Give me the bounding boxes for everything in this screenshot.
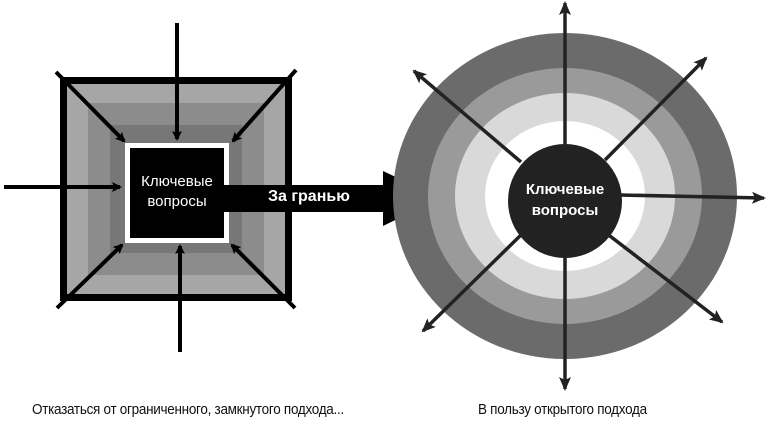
- key-box: [130, 148, 224, 238]
- arrow-outward-top-right: [603, 56, 708, 162]
- closed-key-label: Ключевые вопросы: [130, 172, 224, 212]
- open-approach-circle: [393, 1, 766, 391]
- open-key-label-line1: Ключевые: [525, 181, 605, 198]
- open-key-label: Ключевые вопросы: [508, 179, 622, 221]
- arrow-outward-top-left: [412, 69, 523, 164]
- transition-arrow-label: За гранью: [268, 188, 350, 205]
- closed-key-label-line1: Ключевые: [141, 173, 213, 190]
- caption-open-approach: В пользу открытого подхода: [478, 402, 647, 418]
- closed-key-label-line2: вопросы: [147, 193, 207, 210]
- open-key-label-line2: вопросы: [531, 202, 599, 219]
- arrow-outward-bottom-right: [604, 231, 724, 324]
- caption-closed-approach: Отказаться от ограниченного, замкнутого …: [32, 402, 344, 418]
- key-circle: [508, 144, 622, 258]
- arrow-outward-right: [619, 191, 766, 204]
- arrow-outward-bottom-left: [421, 230, 526, 333]
